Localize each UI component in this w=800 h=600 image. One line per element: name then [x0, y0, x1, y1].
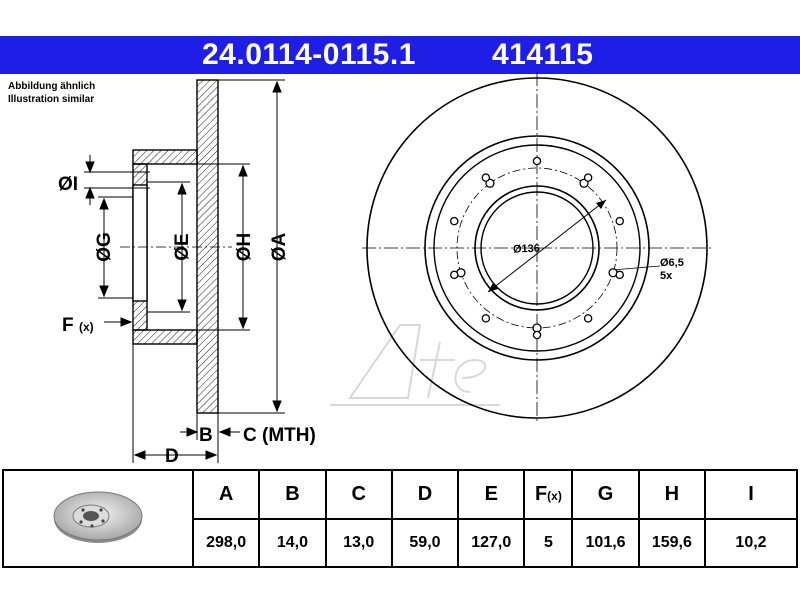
hat-top-wall	[132, 149, 198, 165]
dim-d-line	[132, 344, 218, 463]
article-code: 414115	[492, 38, 594, 71]
label-dim-b: B	[199, 425, 213, 446]
part-number: 24.0114-0115.1	[202, 38, 416, 71]
hat-hole	[481, 314, 491, 323]
header-c: C	[324, 469, 393, 520]
pcd-dimension-line	[487, 199, 607, 293]
value-i: 10,2	[704, 517, 798, 568]
disc-thumbnail-icon	[53, 491, 143, 543]
ate-watermark	[330, 324, 500, 406]
label-hole-count: 5x	[660, 270, 673, 282]
label-dim-c: C (MTH)	[243, 425, 316, 446]
header-i: I	[704, 469, 798, 520]
dim-g-line	[98, 196, 133, 299]
value-f: 5	[523, 517, 574, 568]
header-a: A	[191, 469, 261, 520]
header-d: D	[390, 469, 460, 520]
header-e: E	[457, 469, 526, 520]
note-line-en: Illustration similar	[8, 94, 95, 105]
value-c: 13,0	[324, 517, 393, 568]
value-a: 298,0	[191, 517, 261, 568]
header-b: B	[258, 469, 327, 520]
hat-hole	[481, 173, 491, 182]
label-dim-a: ØA	[269, 232, 290, 261]
dim-h-line	[197, 163, 250, 331]
dim-i-line	[84, 155, 150, 205]
header-g: G	[571, 469, 640, 520]
disc-thumbnail-cell	[2, 469, 194, 568]
label-dim-f-sub: (x)	[79, 320, 94, 334]
dim-b-line	[180, 413, 240, 463]
value-h: 159,6	[637, 517, 707, 568]
value-g: 101,6	[571, 517, 640, 568]
hat-hole	[450, 216, 459, 226]
header-h: H	[637, 469, 707, 520]
center-bore	[132, 184, 148, 302]
value-e: 127,0	[457, 517, 526, 568]
hat-bottom-wall	[132, 329, 198, 345]
label-dim-i: ØI	[58, 174, 78, 195]
bolt-holes	[450, 156, 624, 340]
hat-hole	[450, 270, 459, 280]
header-f: F(x)	[523, 469, 574, 520]
hole-leader-line	[611, 265, 661, 271]
technical-drawing: ØI ØG ØE ØH ØA F (x) B C (MTH) D Ø136 Ø6…	[58, 72, 712, 467]
title-bar: 24.0114-0115.1 414115	[0, 36, 800, 74]
value-d: 59,0	[390, 517, 460, 568]
label-hole-diameter: Ø6,5	[660, 257, 684, 269]
dim-e-line	[147, 181, 190, 313]
label-pcd: Ø136	[513, 243, 540, 256]
dim-a-line	[218, 79, 285, 414]
label-dim-g: ØG	[94, 232, 115, 262]
spec-value-row: 298,0 14,0 13,0 59,0 127,0 5 101,6 159,6…	[3, 517, 798, 568]
disc-front-view: Ø136 Ø6,5 5x	[330, 72, 712, 424]
friction-ring	[196, 79, 219, 414]
hat-hole	[615, 270, 624, 280]
hat-hole	[532, 330, 542, 340]
label-dim-h: ØH	[234, 233, 255, 262]
hat-hole	[583, 173, 593, 182]
header-f-letter: F	[534, 482, 548, 505]
value-b: 14,0	[258, 517, 327, 568]
note-line-de: Abbildung ähnlich	[8, 81, 96, 92]
dim-f-line	[104, 317, 133, 327]
label-dim-e: ØE	[172, 233, 193, 260]
hat-hole	[583, 314, 593, 323]
hat-hole	[532, 156, 542, 166]
spec-header-row: A B C D E F(x) G H I	[2, 469, 798, 568]
header-f-sub: (x)	[547, 488, 562, 503]
specification-table: A B C D E F(x) G H I 298,0 14,0 13,0 59,…	[2, 469, 798, 568]
label-dim-d: D	[165, 446, 179, 467]
illustration-note: Abbildung ähnlich Illustration similar	[8, 80, 95, 106]
label-dim-f: F	[62, 315, 74, 336]
hat-hole	[615, 216, 624, 226]
